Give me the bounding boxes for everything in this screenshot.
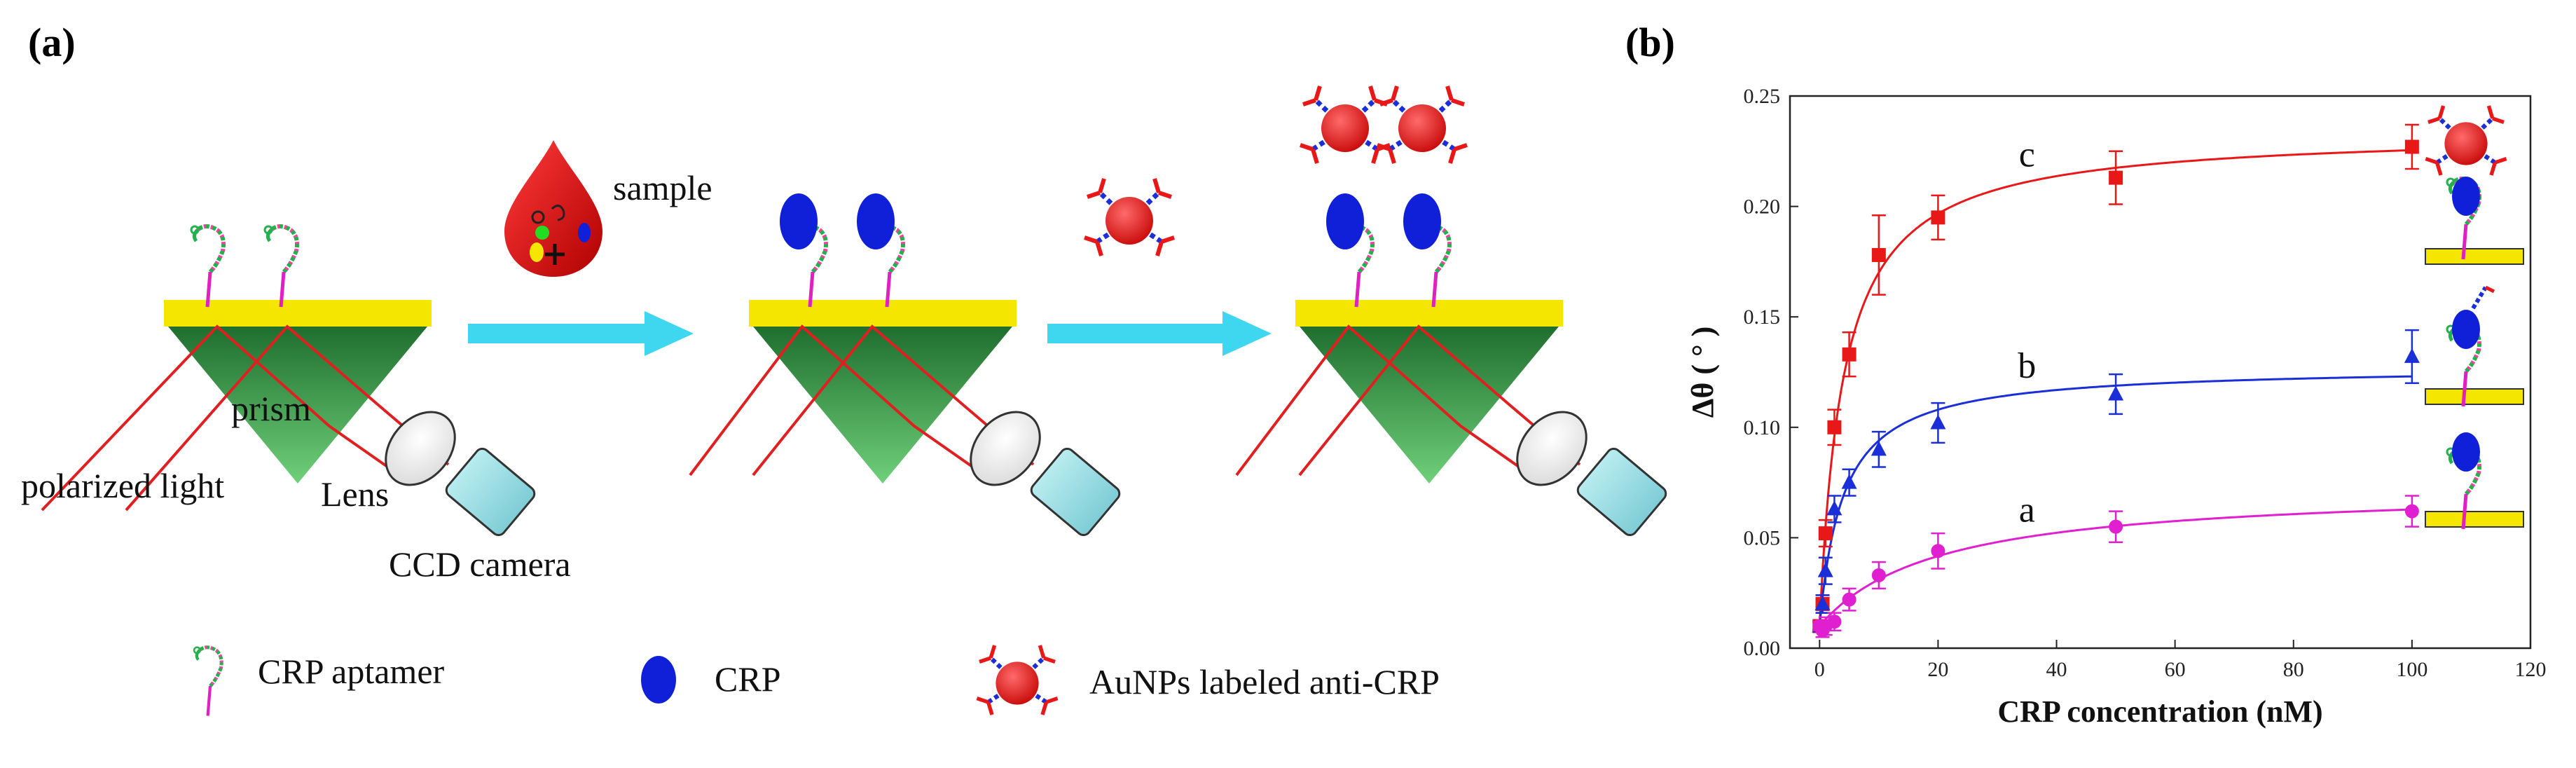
x-tick-label: 80 [2283, 658, 2304, 681]
y-tick-label: 0.00 [1744, 637, 1781, 660]
data-point-b [1871, 441, 1887, 456]
data-point-c [2109, 170, 2123, 185]
inset-a-schematic [2425, 432, 2524, 529]
legend-aunp-label: AuNPs labeled anti-CRP [1089, 662, 1440, 701]
data-point-b [1826, 500, 1843, 516]
data-point-a [1842, 592, 1857, 607]
data-point-a [1931, 544, 1945, 558]
ccd-camera-label: CCD camera [389, 544, 571, 584]
x-tick-label: 20 [1927, 658, 1948, 681]
prism-label: prism [231, 389, 311, 428]
y-tick-label: 0.25 [1744, 85, 1781, 108]
panel-b-tag: (b) [1625, 20, 1675, 65]
curve-labels: c b a [2018, 135, 2036, 530]
sample-drop-icon [504, 140, 602, 277]
x-tick-label: 0 [1814, 658, 1825, 681]
data-point-c [1827, 420, 1842, 434]
data-point-a [1871, 568, 1886, 582]
panel-b: (b) 0.00 0.05 0.10 0.15 0.20 0.25 0 20 40 60 80 10… [1625, 20, 2547, 729]
fit-curve-b [1818, 375, 2412, 626]
curve-label-a: a [2019, 490, 2035, 530]
legend: CRP aptamer CRP AuNPs labeled anti-CRP [194, 645, 1440, 716]
sensor-response-chart: 0.00 0.05 0.10 0.15 0.20 0.25 0 20 40 60 80 100 120… [1686, 85, 2547, 729]
legend-aunp-icon [977, 645, 1057, 715]
fit-curve-a [1818, 508, 2412, 627]
y-tick-label: 0.15 [1744, 306, 1781, 329]
data-point-c [1842, 347, 1857, 362]
data-point-a [2404, 504, 2419, 519]
data-point-b [1930, 414, 1946, 430]
x-axis-title: CRP concentration (nM) [1997, 694, 2322, 729]
data-point-b [2404, 348, 2420, 363]
data-point-c [2404, 139, 2419, 154]
y-tick-label: 0.05 [1744, 526, 1781, 549]
process-arrow-1 [468, 311, 694, 356]
data-point-b [2108, 385, 2124, 401]
lens-label: Lens [321, 474, 389, 514]
data-point-a [2109, 519, 2123, 534]
data-point-a [1827, 615, 1842, 629]
x-tick-label: 100 [2396, 658, 2427, 681]
y-axis-title: Δθ ( ° ) [1686, 327, 1720, 418]
plot-frame [1789, 95, 2532, 650]
y-tick-label: 0.20 [1744, 196, 1781, 219]
legend-aptamer-icon [194, 647, 221, 716]
curve-label-c: c [2019, 135, 2035, 175]
x-axis-ticks: 0 20 40 60 80 100 120 [1814, 640, 2547, 681]
panel-a: (a) prism polarized light Lens CCD camer… [21, 20, 1670, 716]
legend-crp-icon [641, 656, 676, 704]
polarized-light-label: polarized light [21, 466, 224, 505]
legend-crp-label: CRP [715, 659, 781, 699]
legend-aptamer-label: CRP aptamer [258, 652, 445, 691]
x-tick-label: 60 [2165, 658, 2186, 681]
inset-c-schematic [2425, 106, 2524, 265]
data-points [1812, 123, 2420, 638]
curve-label-b: b [2018, 346, 2036, 386]
spr-stage-3 [1235, 86, 1581, 484]
panel-a-tag: (a) [28, 20, 76, 65]
aunp-probe-icon [1084, 179, 1174, 256]
data-point-b [1814, 595, 1831, 610]
x-tick-label: 120 [2515, 658, 2547, 681]
process-arrow-2 [1047, 311, 1272, 356]
x-tick-label: 40 [2046, 658, 2067, 681]
sample-label: sample [613, 168, 712, 207]
data-point-c [1931, 210, 1945, 225]
data-point-b [1841, 474, 1857, 489]
y-axis-ticks: 0.00 0.05 0.10 0.15 0.20 0.25 [1744, 85, 1798, 660]
data-point-c [1818, 526, 1833, 541]
y-tick-label: 0.10 [1744, 416, 1781, 439]
data-point-c [1871, 247, 1886, 262]
inset-b-schematic [2425, 285, 2524, 406]
data-point-b [1817, 562, 1833, 577]
